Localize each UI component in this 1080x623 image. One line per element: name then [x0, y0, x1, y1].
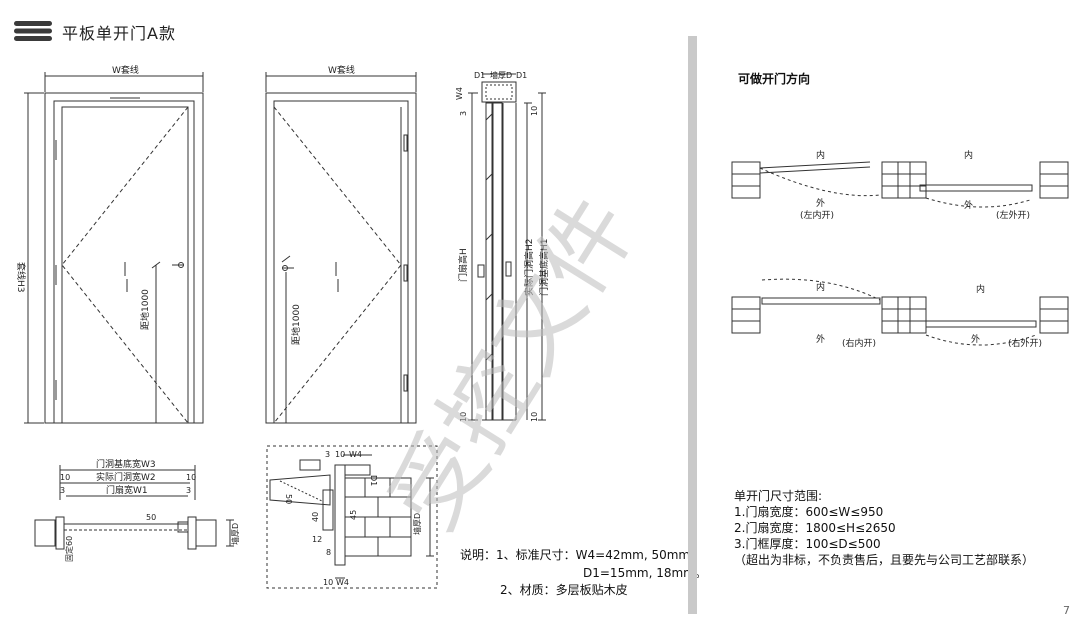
- dir-right-in: (右内开): [842, 337, 876, 349]
- size-range-title: 单开门尺寸范围:: [734, 489, 823, 503]
- back-elevation: [265, 72, 417, 424]
- size-range-item-3: 3.门框厚度：100≤D≤500: [734, 537, 881, 551]
- plan-reveal-label: 固定60: [64, 536, 74, 562]
- front-elevation: [24, 72, 204, 424]
- detail-dim-50: 50: [284, 494, 293, 504]
- vsec-leaf-height: 门扇高H: [457, 248, 469, 282]
- detail-dim-45: 45: [349, 510, 358, 520]
- page-number: 7: [1063, 604, 1070, 617]
- dir-right-out: (右外开): [1008, 337, 1042, 349]
- dir-inner-1: 内: [816, 149, 825, 161]
- plan-dim-10-right: 10: [186, 473, 196, 482]
- opening-directions-diagram: 内 内 外 外 (左内开) (左外开) 内 内 外 外 (右内开) (右外开): [731, 149, 1069, 349]
- notes-line-3: 2、材质：多层板贴木皮: [500, 583, 628, 597]
- vsec-base-opening: 门洞基底高H1: [538, 239, 550, 297]
- detail-dim-10: 10: [335, 450, 345, 459]
- vsec-d1-right: D1: [516, 71, 527, 80]
- plan-leaf-width: 门扇宽W1: [106, 484, 148, 496]
- detail-wall-label: 墙厚D: [412, 513, 422, 535]
- detail-d1: D1: [369, 475, 378, 486]
- plan-frame-depth: 墙厚D: [230, 523, 240, 545]
- detail-dim-40: 40: [311, 512, 320, 522]
- detail-w4-bottom: W4: [336, 578, 349, 587]
- detail-w4: W4: [349, 450, 362, 459]
- detail-section: [266, 445, 438, 589]
- opening-directions-title: 可做开门方向: [738, 72, 811, 86]
- plan-dim-10-left: 10: [60, 473, 70, 482]
- vsec-actual-opening: 实际门洞高H2: [523, 239, 535, 297]
- detail-dim-10b: 10: [323, 578, 333, 587]
- size-range-note: （超出为非标，不负责售后，且要先与公司工艺部联系）: [734, 553, 1035, 567]
- front-handle-height-label: 距地1000: [139, 289, 151, 330]
- vertical-section: [468, 73, 546, 421]
- dir-outer-3: 外: [816, 333, 825, 345]
- plan-section: [34, 465, 234, 550]
- vsec-dim-10-b2: 10: [530, 412, 539, 422]
- vsec-d1-left: D1: [474, 71, 485, 80]
- dir-outer-4: 外: [971, 333, 980, 345]
- notes-line-1: 说明：1、标准尺寸：W4=42mm, 50mm。: [460, 548, 703, 562]
- plan-dim-50: 50: [146, 513, 156, 522]
- dir-left-out: (左外开): [996, 209, 1030, 221]
- vsec-dim-3: 3: [459, 111, 468, 116]
- detail-dim-3: 3: [325, 450, 330, 459]
- vsec-dim-10-top: 10: [530, 106, 539, 116]
- plan-actual-width: 实际门洞宽W2: [96, 471, 156, 483]
- page-title: 平板单开门A款: [62, 24, 176, 43]
- vsec-w4-label: W4: [455, 87, 464, 100]
- plan-dim-3-right: 3: [186, 486, 191, 495]
- plan-base-width: 门洞基底宽W3: [96, 458, 156, 470]
- dir-outer-2: 外: [964, 199, 973, 211]
- stacked-bars-logo-icon: [14, 21, 52, 41]
- detail-dim-12: 12: [312, 535, 322, 544]
- vsec-wall-label: 墙厚D: [490, 70, 512, 80]
- vertical-divider: [688, 36, 697, 614]
- dir-inner-3: 内: [816, 281, 825, 293]
- back-handle-height-label: 距地1000: [290, 304, 302, 345]
- detail-dim-8: 8: [326, 548, 331, 557]
- front-width-label: W套线: [112, 64, 139, 76]
- dir-left-in: (左内开): [800, 209, 834, 221]
- size-range-item-2: 2.门扇宽度：1800≤H≤2650: [734, 521, 896, 535]
- back-width-label: W套线: [328, 64, 355, 76]
- dir-inner-2: 内: [964, 149, 973, 161]
- dir-inner-4: 内: [976, 283, 985, 295]
- dir-outer-1: 外: [816, 197, 825, 209]
- plan-dim-3-left: 3: [60, 486, 65, 495]
- drawing-left: W套线 套线H3 距地1000 W套线 距地1000 D1 墙厚D D1 W4 …: [15, 64, 550, 589]
- front-height-label: 套线H3: [15, 262, 27, 293]
- vsec-dim-10-bottom: 10: [459, 412, 468, 422]
- size-range-item-1: 1.门扇宽度：600≤W≤950: [734, 505, 884, 519]
